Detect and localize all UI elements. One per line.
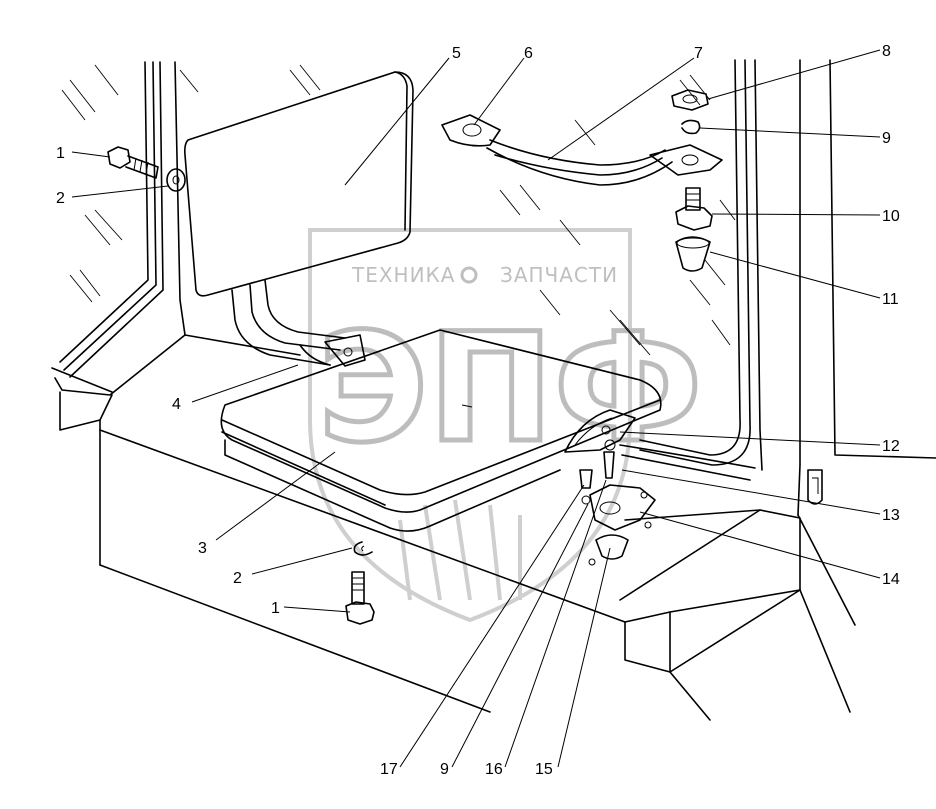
- callout-label: 1: [271, 600, 280, 617]
- callout-label: 6: [524, 45, 533, 62]
- callout-label: 17: [380, 761, 398, 778]
- latch-assembly: [564, 409, 656, 566]
- seat-backrest: [184, 71, 414, 297]
- callout-label: 15: [535, 761, 553, 778]
- bolt-10: [675, 187, 713, 231]
- lock-washer-2-lower: [353, 541, 373, 556]
- callout-label: 14: [882, 571, 900, 588]
- washer-2-upper: [166, 168, 186, 192]
- cab-left-window-frame: [51, 61, 199, 393]
- watermark-logo: ЭПФ: [318, 302, 702, 476]
- watermark-text-left: ТЕХНИКА: [351, 263, 455, 287]
- lock-washer-9: [681, 119, 701, 135]
- backrest-bracket: [299, 334, 366, 367]
- watermark-text-right: ЗАПЧАСТИ: [500, 263, 618, 287]
- watermark: ТЕХНИКА ЗАПЧАСТИ ЭПФ: [308, 228, 705, 623]
- bolt-1-lower: [345, 571, 375, 625]
- callout-label: 10: [882, 208, 900, 225]
- callout-label: 8: [882, 43, 891, 60]
- cab-floor-platform: [54, 334, 856, 721]
- gear-icon: [460, 266, 478, 284]
- callout-label: 7: [694, 45, 703, 62]
- seat-cushion: [220, 329, 662, 532]
- callout-label: 16: [485, 761, 503, 778]
- callout-label: 2: [56, 190, 65, 207]
- callout-labels: 1 2 4 5 6 7 8 9 10 11 12 13 14 3 2 1 17 …: [56, 43, 900, 778]
- leader-lines: [71, 49, 881, 768]
- rubber-bumper-11: [675, 236, 711, 272]
- cab-rear-window-frame: [184, 64, 651, 366]
- callout-label: 1: [56, 145, 65, 162]
- cab-right-window-frame: [619, 59, 936, 516]
- callout-label: 3: [198, 540, 207, 557]
- nut-8: [671, 89, 709, 111]
- callout-label: 9: [440, 761, 449, 778]
- callout-label: 9: [882, 130, 891, 147]
- bolt-1-upper: [107, 146, 159, 179]
- callout-label: 11: [882, 291, 899, 308]
- callout-label: 2: [233, 570, 242, 587]
- grab-handle: [441, 114, 723, 186]
- callout-label: 5: [452, 45, 461, 62]
- callout-label: 13: [882, 507, 900, 524]
- callout-label: 12: [882, 438, 900, 455]
- callout-label: 4: [172, 396, 181, 413]
